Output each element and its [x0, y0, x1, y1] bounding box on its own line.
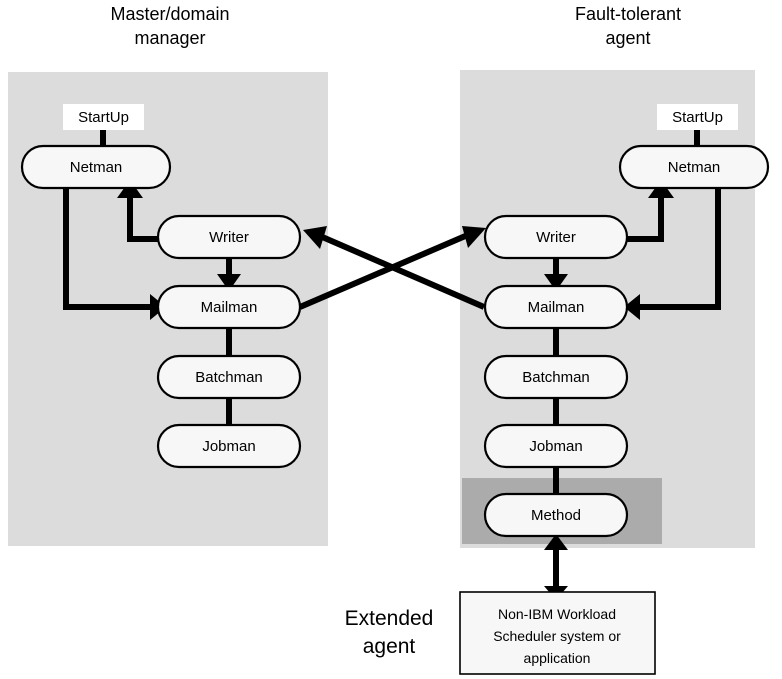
node-netman-master[interactable]: Netman	[20, 144, 172, 190]
fault-panel-title-line1: Fault-tolerant	[575, 4, 681, 24]
node-label-batchman-agent: Batchman	[522, 369, 590, 386]
node-external-system-box[interactable]: Non-IBM Workload Scheduler system or app…	[459, 591, 656, 675]
connector-writer-to-netman-master	[127, 198, 158, 242]
node-method-agent[interactable]: Method	[483, 492, 629, 538]
node-label-startup-agent: StartUp	[672, 109, 723, 126]
arrowhead-external-to-method-up	[544, 534, 568, 550]
node-label-netman-agent: Netman	[668, 159, 721, 176]
node-label-mailman-agent: Mailman	[528, 299, 585, 316]
node-label-method-agent: Method	[531, 507, 581, 524]
arrowhead-mailman-agent-to-writer-master	[303, 226, 327, 249]
node-label-writer-master: Writer	[209, 229, 249, 246]
node-mailman-agent[interactable]: Mailman	[483, 284, 629, 330]
node-jobman-agent[interactable]: Jobman	[483, 423, 629, 469]
extended-agent-title-line1: Extended	[345, 607, 434, 630]
arrowhead-netman-to-mailman-agent	[624, 294, 640, 320]
node-label-writer-agent: Writer	[536, 229, 576, 246]
node-batchman-agent[interactable]: Batchman	[483, 354, 629, 400]
node-batchman-master[interactable]: Batchman	[156, 354, 302, 400]
node-mailman-master[interactable]: Mailman	[156, 284, 302, 330]
master-panel-title-line1: Master/domain	[110, 4, 229, 24]
node-netman-agent[interactable]: Netman	[618, 144, 770, 190]
node-label-jobman-master: Jobman	[202, 438, 255, 455]
node-label-jobman-agent: Jobman	[529, 438, 582, 455]
arrowhead-writer-to-mailman-agent	[544, 274, 568, 291]
arrowhead-writer-to-mailman-master	[217, 274, 241, 291]
connector-netman-to-mailman-agent	[640, 186, 721, 310]
node-writer-agent[interactable]: Writer	[483, 214, 629, 260]
master-panel-title-line2: manager	[134, 28, 205, 48]
node-label-netman-master: Netman	[70, 159, 123, 176]
external-system-label-line3: application	[524, 650, 591, 666]
node-label-mailman-master: Mailman	[201, 299, 258, 316]
fault-panel-title-line2: agent	[605, 28, 650, 48]
arrowhead-mailman-master-to-writer-agent	[462, 226, 486, 248]
connector-netman-to-mailman-master	[63, 186, 150, 310]
connector-writer-to-netman-agent	[626, 198, 664, 242]
node-startup-agent[interactable]: StartUp	[657, 104, 738, 130]
node-writer-master[interactable]: Writer	[156, 214, 302, 260]
node-jobman-master[interactable]: Jobman	[156, 423, 302, 469]
connector-mailman-agent-to-writer-master	[318, 233, 486, 310]
node-label-batchman-master: Batchman	[195, 369, 263, 386]
connector-mailman-master-to-writer-agent	[298, 231, 472, 310]
external-system-label-line2: Scheduler system or	[493, 628, 621, 644]
extended-agent-title-line2: agent	[363, 635, 416, 658]
node-startup-master[interactable]: StartUp	[63, 104, 144, 130]
external-system-label-line1: Non-IBM Workload	[498, 606, 616, 622]
node-label-startup-master: StartUp	[78, 109, 129, 126]
